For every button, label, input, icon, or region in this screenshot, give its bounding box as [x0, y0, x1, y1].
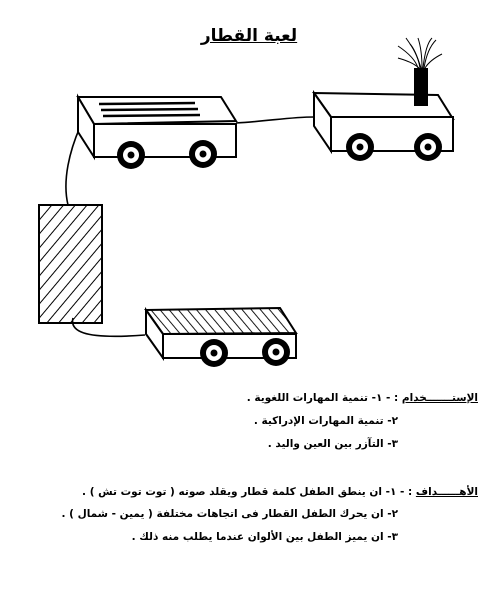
wagon-hatched-wheel — [262, 338, 290, 366]
usage-item-3: ٣- التآزر بين العين واليد . — [267, 438, 398, 450]
wagon-flowers-wheel — [346, 133, 374, 161]
goals-item-3: ٣- ان يميز الطفل بين الألوان عندما يطلب … — [131, 531, 398, 543]
wagon-sticks-wheel — [189, 140, 217, 168]
usage-item-1: : - ١- تنمية المهارات اللغوية . — [246, 392, 399, 404]
usage-item-2: ٢- تنمية المهارات الإدراكية . — [253, 415, 398, 427]
goals-section: الأهــــــداف : - ١- ان ينطق الطفل كلمة … — [18, 486, 478, 556]
train-illustration — [38, 37, 455, 367]
hatched-panel — [38, 204, 103, 324]
usage-heading: الإستـــــــخدام — [401, 392, 478, 404]
wagon-flowers-wheel — [414, 133, 442, 161]
wagon-hatched-wheel — [200, 339, 228, 367]
flower-pot — [397, 37, 443, 106]
wagon-sticks-wheel — [117, 141, 145, 169]
goals-item-2: ٢- ان يحرك الطفل القطار فى اتجاهات مختلف… — [61, 508, 398, 520]
goals-item-1: : - ١- ان ينطق الطفل كلمة قطار ويقلد صوت… — [82, 486, 413, 498]
page-title: لعبة القطار — [200, 26, 298, 46]
goals-heading: الأهــــــداف — [415, 486, 478, 498]
usage-section: الإستـــــــخدام : - ١- تنمية المهارات ا… — [18, 392, 478, 462]
